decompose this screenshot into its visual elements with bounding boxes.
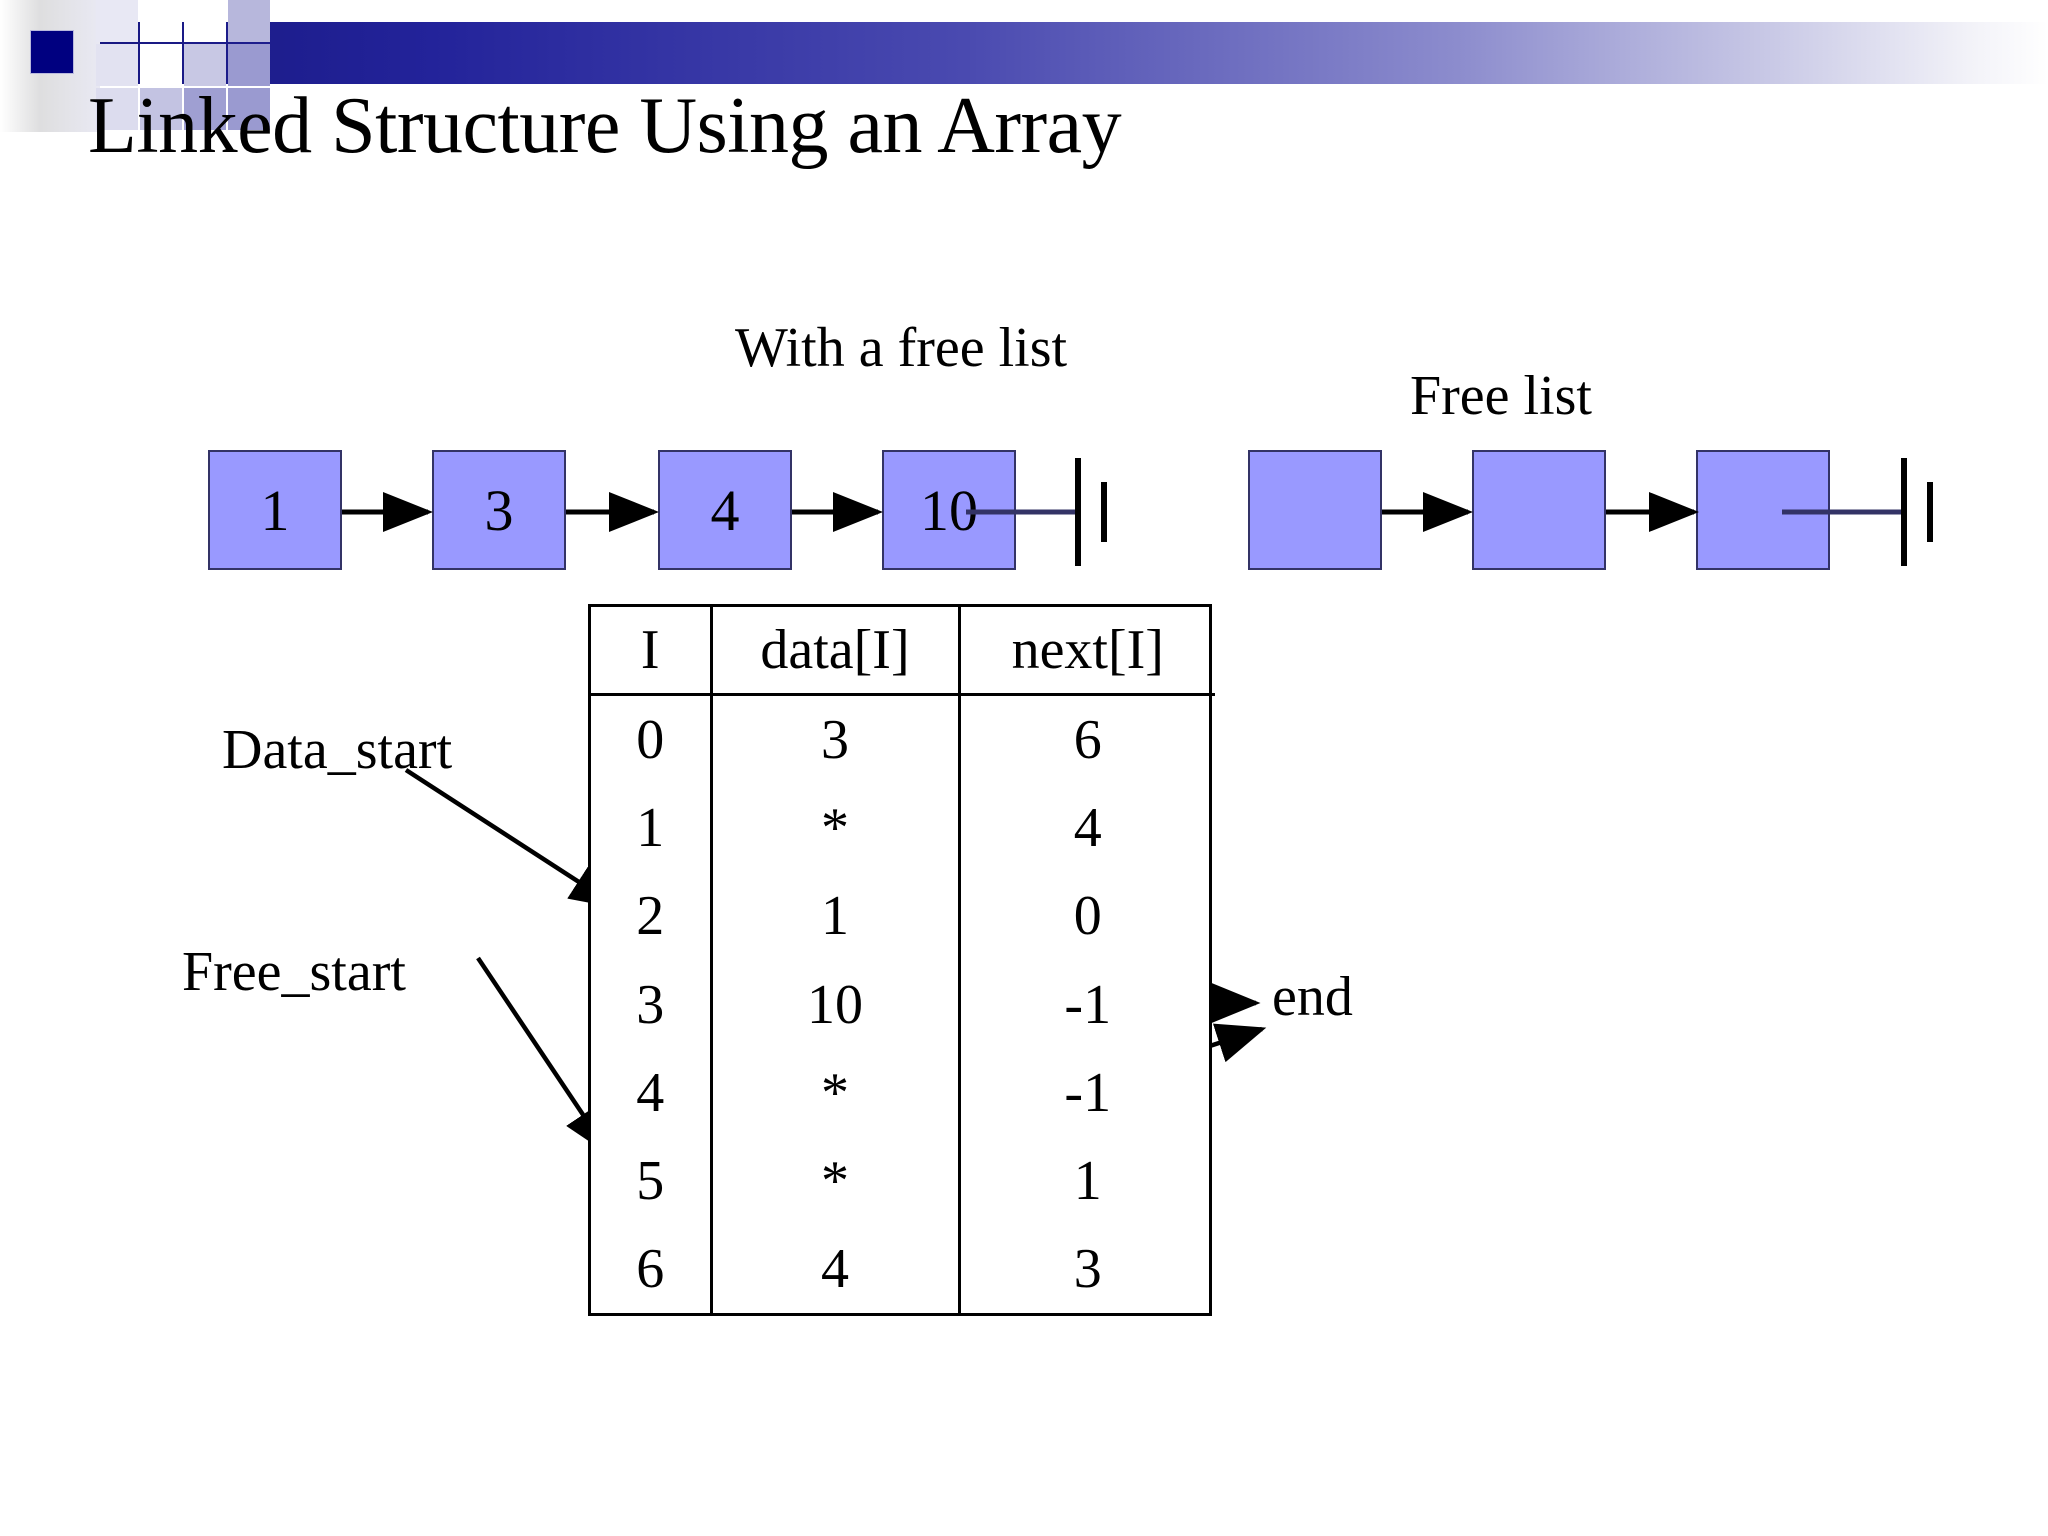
table-header-row: I data[I] next[I] (591, 607, 1215, 696)
cell-next: 6 (1073, 709, 1102, 772)
caption-with-free-list: With a free list (735, 317, 1068, 379)
cell-data: * (711, 1048, 961, 1137)
free-list-node (1472, 450, 1606, 570)
page-title: Linked Structure Using an Array (88, 82, 1122, 170)
data-start-leader-arrow (404, 768, 620, 909)
cell-data: 3 (711, 694, 961, 785)
cell-next: 0 (1073, 885, 1102, 948)
cell-next: 1 (1073, 1149, 1102, 1212)
table-row: 6 4 3 (591, 1224, 1215, 1313)
table-row: 2 1 0 (591, 872, 1215, 961)
array-table: I data[I] next[I] 0 3 6 1 * 4 2 1 0 3 (588, 604, 1215, 1316)
mosaic-square (96, 88, 138, 130)
cell-data: * (711, 1136, 961, 1225)
cell-index: 5 (591, 1136, 713, 1225)
table-row: 5 * 1 (591, 1136, 1215, 1225)
cell-data: 10 (711, 960, 961, 1049)
header-decoration-band (0, 22, 2048, 84)
cell-index: 3 (591, 960, 713, 1049)
column-header-data: data[I] (711, 607, 961, 696)
label-free-start: Free_start (182, 941, 406, 1003)
table-row: 4 * -1 (591, 1048, 1215, 1137)
label-data-start: Data_start (222, 719, 453, 781)
mosaic-square-accent (30, 30, 74, 74)
cell-index: 1 (591, 784, 713, 873)
cell-index: 4 (591, 1048, 713, 1137)
mosaic-square (96, 44, 138, 86)
caption-free-list: Free list (1410, 365, 1592, 427)
cell-index: 0 (591, 694, 713, 785)
table-row: 3 10 -1 (591, 960, 1215, 1049)
free-list-node (1696, 450, 1830, 570)
mosaic-square (228, 88, 270, 130)
mosaic-square (184, 44, 226, 86)
column-header-index: I (591, 607, 713, 696)
mosaic-square (96, 0, 138, 42)
data-list-node: 4 (658, 450, 792, 570)
label-end: end (1272, 966, 1353, 1028)
mosaic-square (228, 44, 270, 86)
mosaic-square (184, 0, 226, 42)
cell-data: 1 (711, 872, 961, 961)
table-row: 1 * 4 (591, 784, 1215, 873)
cell-next: -1 (1064, 973, 1112, 1036)
mosaic-square (140, 0, 182, 42)
cell-index: 2 (591, 872, 713, 961)
table-row: 0 3 6 (591, 694, 1215, 785)
data-list-node: 1 (208, 450, 342, 570)
cell-data: * (711, 784, 961, 873)
data-list-node: 3 (432, 450, 566, 570)
cell-data: 4 (711, 1224, 961, 1313)
header-gradient-bar (80, 22, 2048, 84)
mosaic-square (228, 0, 270, 42)
cell-next: 4 (1073, 797, 1102, 860)
cell-next: -1 (1064, 1061, 1112, 1124)
cell-index: 6 (591, 1224, 713, 1313)
free-list-node (1248, 450, 1382, 570)
mosaic-square (184, 88, 226, 130)
mosaic-square (140, 44, 182, 86)
cell-next: 3 (1073, 1237, 1102, 1300)
mosaic-square (140, 88, 182, 130)
data-list-node: 10 (882, 450, 1016, 570)
column-header-next: next[I] (959, 607, 1215, 696)
